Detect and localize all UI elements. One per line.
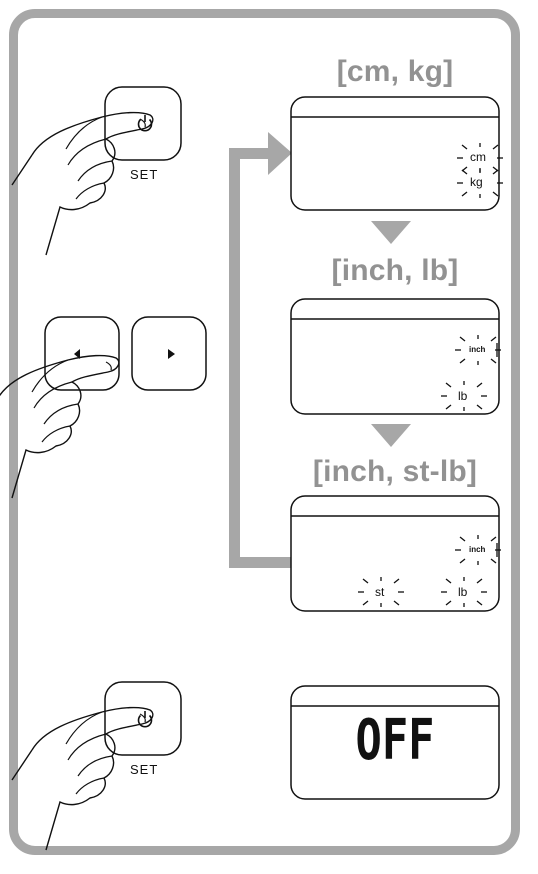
display-off xyxy=(290,685,500,800)
mode-label-inch-st-lb: [inch, st-lb] xyxy=(312,455,478,488)
set-label: SET xyxy=(130,167,159,182)
left-arrow-icon xyxy=(74,349,80,359)
unit-kg: kg xyxy=(470,175,483,189)
unit-inch: inch xyxy=(469,345,486,354)
cycle-arrow xyxy=(229,132,292,568)
right-arrow-icon xyxy=(168,349,175,359)
instruction-frame xyxy=(9,9,520,855)
unit-lb: lb xyxy=(458,389,468,403)
unit-lb: lb xyxy=(458,585,468,599)
display-inch-st-lb xyxy=(290,495,502,612)
down-arrow-1 xyxy=(371,221,411,244)
off-display-text: OFF xyxy=(355,708,435,773)
unit-inch: inch xyxy=(469,545,486,554)
right-button xyxy=(131,316,207,391)
mode-label-inch-lb: [inch, lb] xyxy=(331,254,459,287)
down-arrow-2 xyxy=(371,424,411,447)
display-cm-kg xyxy=(290,96,504,211)
unit-cm: cm xyxy=(470,150,486,164)
set-label: SET xyxy=(130,762,159,777)
unit-st: st xyxy=(375,585,385,599)
set-button-bottom xyxy=(104,681,182,756)
set-button-top xyxy=(104,86,182,161)
mode-label-cm-kg: [cm, kg] xyxy=(336,55,454,88)
display-inch-lb xyxy=(290,298,502,415)
left-button xyxy=(44,316,120,391)
